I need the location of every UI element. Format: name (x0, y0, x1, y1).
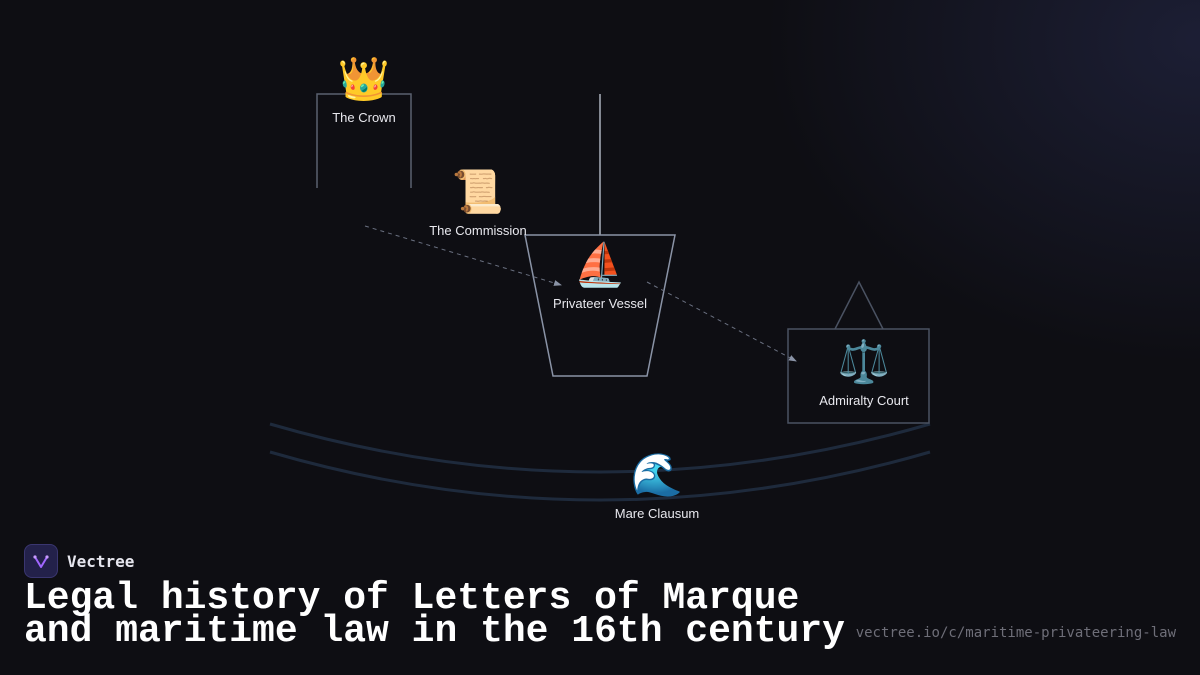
brand: Vectree (24, 544, 134, 578)
sea-wave-upper (269, 422, 931, 474)
crown-icon: 👑 (337, 54, 391, 103)
page-title: Legal history of Letters of Marque and m… (24, 577, 845, 653)
course-url[interactable]: vectree.io/c/maritime-privateering-law (855, 625, 1176, 641)
node-crown-label: The Crown (332, 110, 396, 125)
node-court: ⚖️ Admiralty Court (819, 337, 909, 408)
vessel-hull-outline (524, 234, 676, 377)
sea-wave-lower (269, 450, 931, 502)
scales-icon: ⚖️ (837, 337, 891, 386)
node-sea: 🌊 Mare Clausum (615, 450, 700, 521)
court-box (787, 328, 930, 424)
node-vessel-label: Privateer Vessel (553, 296, 647, 311)
wave-icon: 🌊 (630, 450, 684, 499)
brand-name: Vectree (67, 551, 135, 571)
node-commission: 📜 The Commission (429, 167, 527, 238)
sailboat-icon: ⛵ (573, 240, 627, 289)
node-court-label: Admiralty Court (819, 393, 909, 408)
node-vessel: ⛵ Privateer Vessel (553, 240, 647, 311)
arrow-commission-to-vessel (364, 225, 562, 286)
arrow-vessel-to-court (646, 281, 797, 362)
vectree-logo-icon (24, 544, 58, 578)
court-pediment (834, 280, 884, 330)
node-sea-label: Mare Clausum (614, 506, 700, 521)
scroll-icon: 📜 (451, 167, 505, 216)
crown-frame (316, 93, 412, 188)
node-crown: 👑 The Crown (332, 54, 396, 125)
node-commission-label: The Commission (429, 223, 527, 238)
